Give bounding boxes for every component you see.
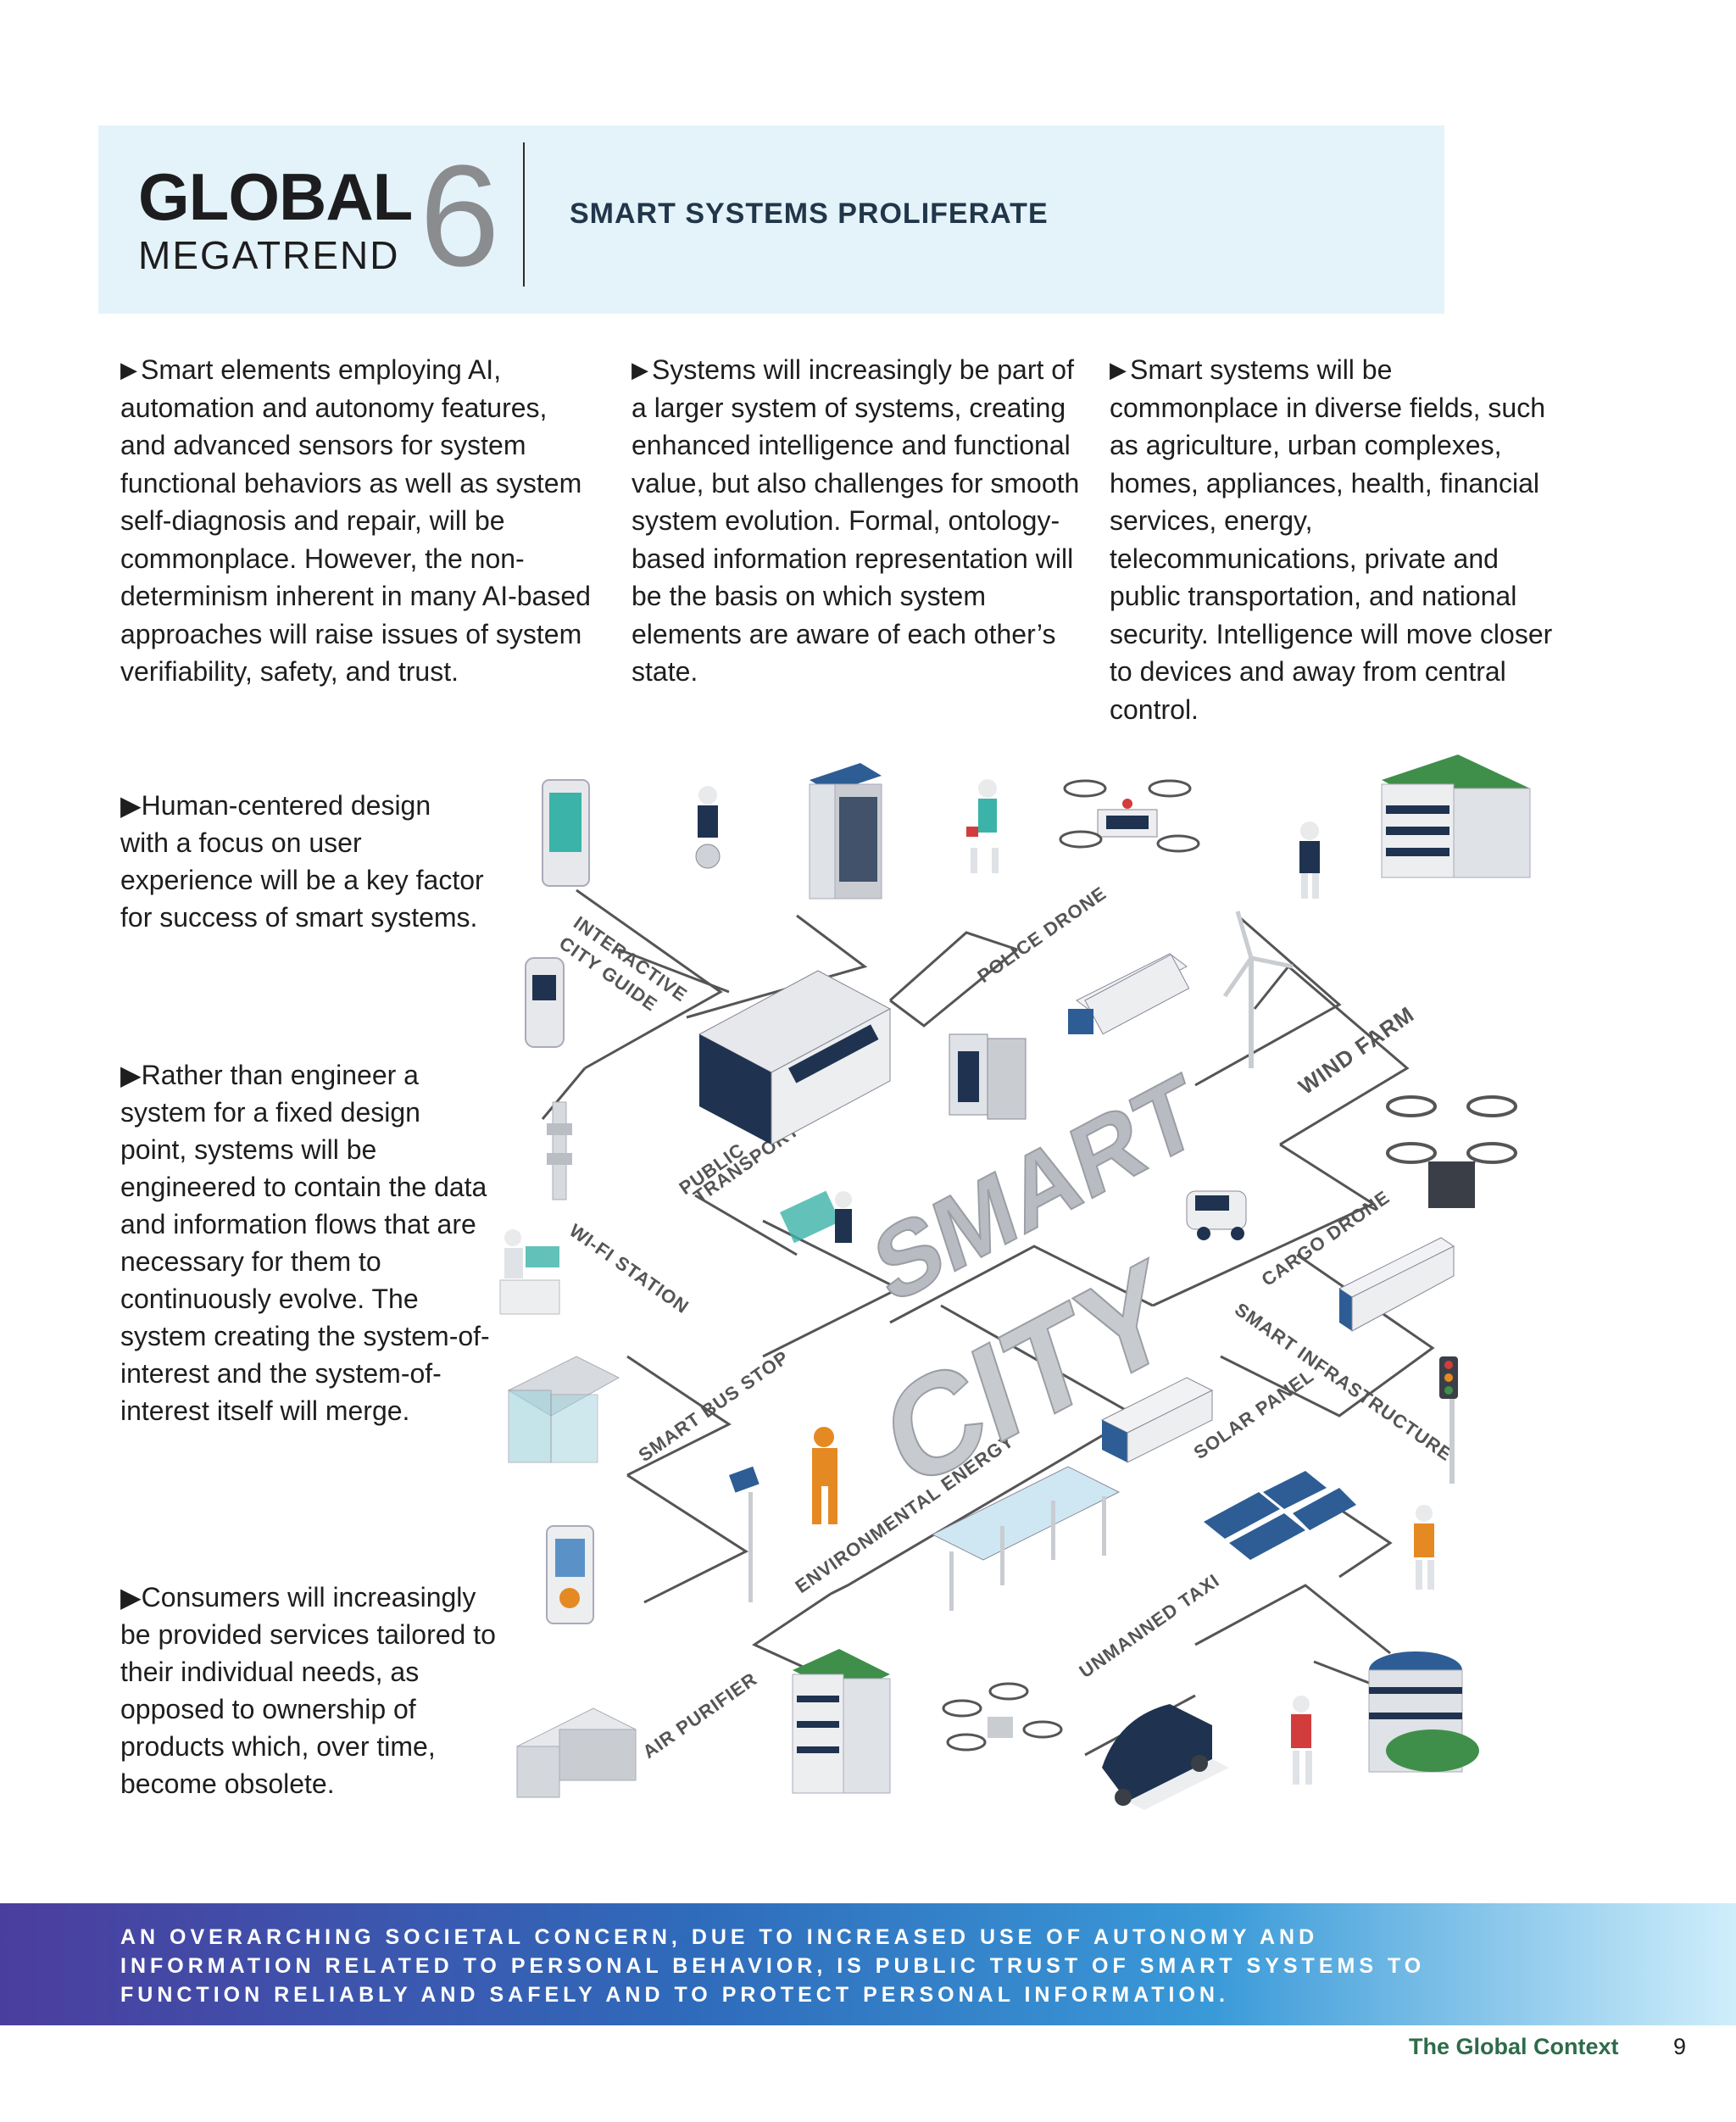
smart-city-title: SMART CITY — [861, 1051, 1212, 1522]
column-3: ▶Smart systems will be commonplace in di… — [1110, 351, 1567, 728]
medical-robot-icon — [966, 779, 999, 873]
footer-section-title: The Global Context — [1409, 2034, 1619, 2059]
delivery-drone-icon — [942, 1682, 1063, 1752]
label-police-drone: POLICE DRONE — [974, 883, 1110, 987]
truck-icon — [1068, 953, 1190, 1035]
autonomous-bus-icon — [698, 970, 892, 1145]
solar-canopy-icon — [931, 1466, 1121, 1611]
coach-bus-icon — [1338, 1237, 1455, 1332]
title-global: GLOBAL — [138, 159, 413, 234]
label-smart-bus-stop: SMART BUS STOP — [635, 1346, 793, 1466]
side-bullet-3: ▶Consumers will increasingly be provided… — [120, 1579, 502, 1802]
label-unmanned-taxi: UNMANNED TAXI — [1076, 1569, 1224, 1682]
megatrend-number: 6 — [420, 136, 500, 297]
small-robot-car-icon — [1186, 1190, 1247, 1240]
megatrend-heading: SMART SYSTEMS PROLIFERATE — [570, 198, 1049, 230]
robot-operator-icon — [499, 1229, 560, 1315]
cleaning-robot-icon — [1291, 1696, 1312, 1785]
tanker-truck-icon — [1100, 1377, 1214, 1463]
cargo-drone-icon — [1386, 1095, 1517, 1208]
title-divider — [523, 142, 525, 287]
side-bullet-2-text: Rather than engineer a system for a fixe… — [120, 1060, 490, 1426]
megatrend-header — [98, 125, 1444, 314]
bullet-triangle-icon: ▶ — [120, 357, 137, 382]
label-wind-farm: WIND FARM — [1294, 1001, 1419, 1100]
column-2-text: Systems will increasingly be part of a l… — [632, 354, 1080, 687]
label-wifi-station: WI-FI STATION — [565, 1220, 693, 1318]
wifi-station-icon — [547, 1101, 572, 1200]
bullet-triangle-icon: ▶ — [120, 1060, 142, 1090]
side-bullet-2: ▶Rather than engineer a system for a fix… — [120, 1056, 493, 1429]
label-air-purifier: AIR PURIFIER — [639, 1668, 761, 1763]
segway-robot-icon — [695, 786, 721, 869]
worker-robot-icon — [812, 1427, 837, 1524]
bus-stop-shelter-icon — [507, 1356, 620, 1463]
presenter-robot-icon — [780, 1190, 852, 1244]
delivery-robot-icon — [1299, 822, 1320, 899]
solar-street-lamp-icon — [729, 1466, 760, 1602]
page-number: 9 — [1673, 2034, 1687, 2059]
concern-banner-text: AN OVERARCHING SOCIETAL CONCERN, DUE TO … — [120, 1925, 1426, 2007]
side-bullet-3-text: Consumers will increasingly be provided … — [120, 1582, 496, 1799]
side-bullet-1-text: Human-centered design with a focus on us… — [120, 790, 484, 933]
title-megatrend: MEGATREND — [138, 233, 400, 277]
concern-banner — [0, 1903, 1736, 2025]
city-guide-kiosk-icon — [542, 779, 590, 887]
air-purifier-icon — [515, 1707, 637, 1798]
column-3-text: Smart systems will be commonplace in div… — [1110, 354, 1553, 725]
smart-appliance-icon — [949, 1033, 1027, 1120]
column-1-text: Smart elements employing AI, automation … — [120, 354, 591, 687]
column-2: ▶Systems will increasingly be part of a … — [632, 351, 1089, 691]
construction-robot-icon — [1414, 1505, 1434, 1590]
column-1: ▶Smart elements employing AI, automation… — [120, 351, 595, 691]
smart-city-illustration: INTERACTIVE CITY GUIDE POLICE DRONE WIND… — [499, 755, 1531, 1810]
round-eco-building-icon — [1368, 1651, 1479, 1773]
traffic-light-icon — [1439, 1356, 1458, 1484]
solar-panel-array-icon — [1204, 1471, 1356, 1560]
unmanned-taxi-icon — [1102, 1704, 1229, 1810]
green-roof-building-icon — [1381, 755, 1531, 878]
eco-tower-icon — [792, 1649, 891, 1794]
office-building-icon — [809, 763, 882, 899]
bullet-triangle-icon: ▶ — [1110, 357, 1127, 382]
charging-station-icon — [546, 1525, 594, 1624]
wind-turbine-icon — [1222, 911, 1294, 1068]
bullet-triangle-icon: ▶ — [120, 790, 142, 821]
bullet-triangle-icon: ▶ — [120, 1582, 142, 1612]
ev-charger-icon — [525, 957, 565, 1048]
police-drone-icon — [1059, 779, 1200, 853]
bullet-triangle-icon: ▶ — [632, 357, 648, 382]
side-bullet-1: ▶Human-centered design with a focus on u… — [120, 787, 485, 936]
